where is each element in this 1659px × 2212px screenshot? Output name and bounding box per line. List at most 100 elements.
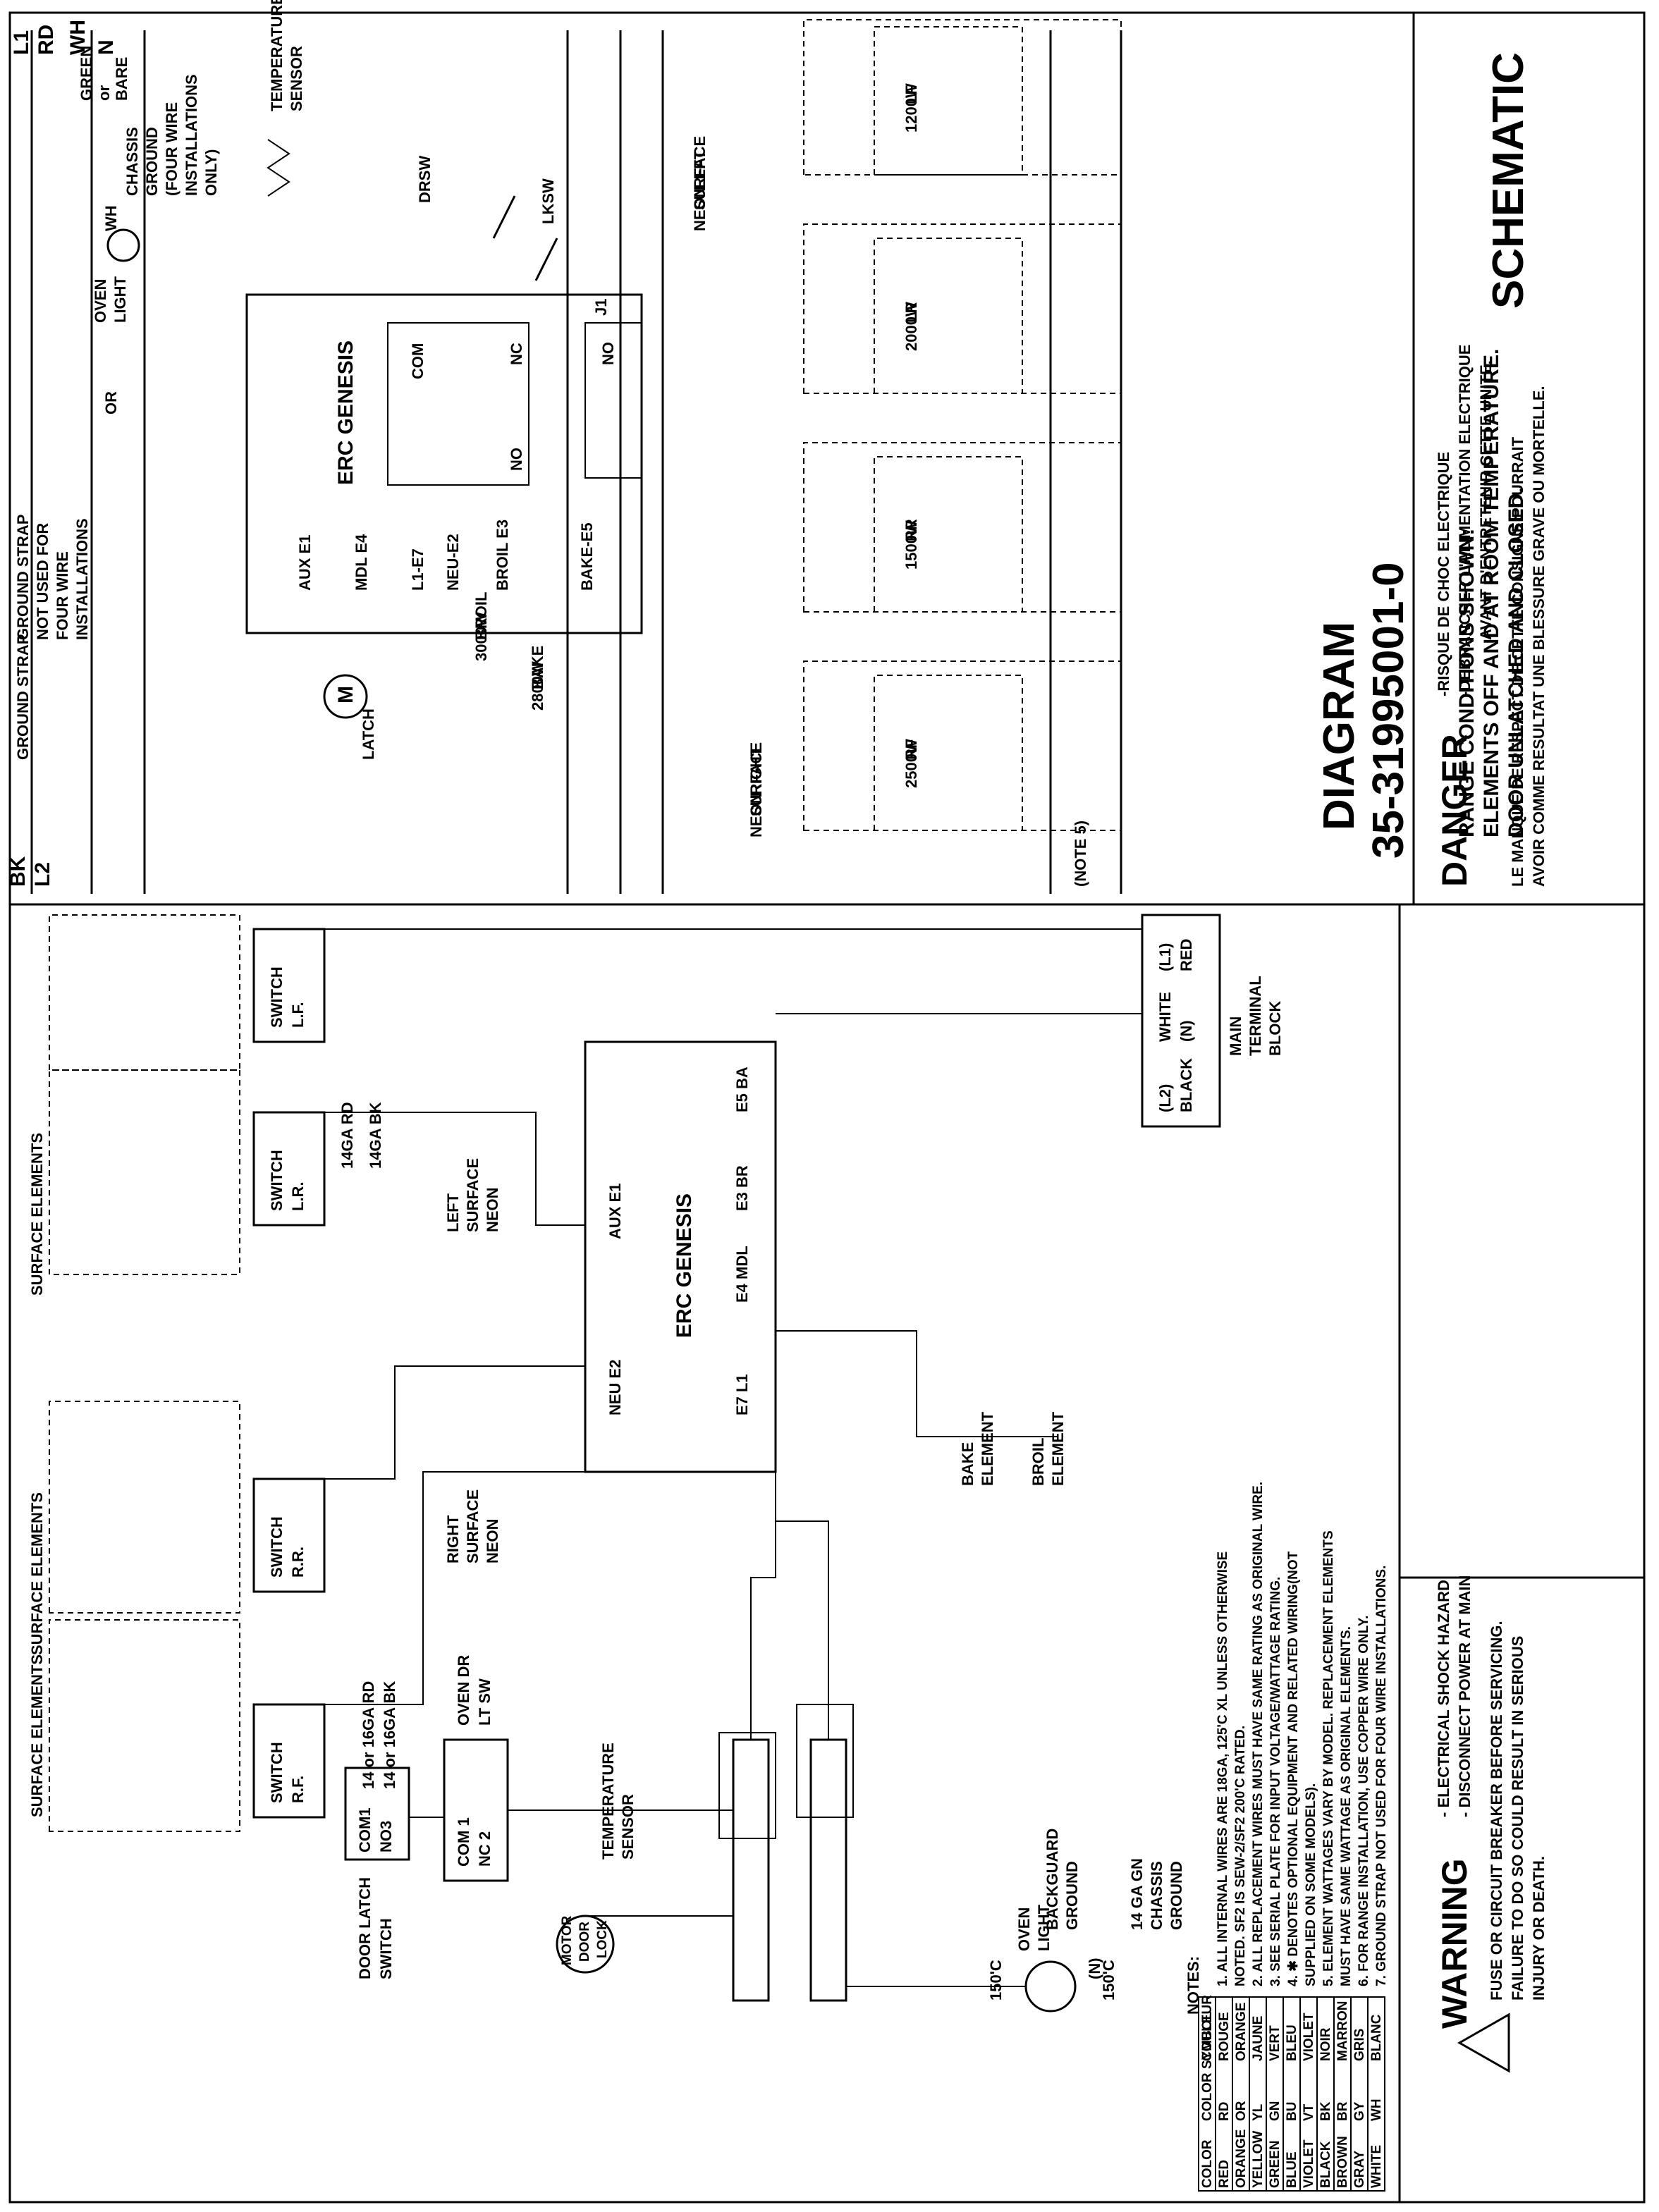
color-table-cell: GRIS bbox=[1352, 2029, 1367, 2061]
color-table-cell: ORANGE bbox=[1234, 2003, 1249, 2061]
com-nc-0: COM 1 bbox=[455, 1817, 472, 1867]
color-table-cell: JAUNE bbox=[1251, 2016, 1266, 2061]
relay-no: NO bbox=[508, 448, 525, 471]
element-lf-code: LF bbox=[902, 85, 920, 104]
note-3: 3. SEE SERIAL PLATE FOR INPUT VOLTAGE/WA… bbox=[1268, 1577, 1283, 1986]
green-bare-0: GREEN bbox=[78, 46, 95, 101]
color-table-frame bbox=[1198, 1996, 1385, 2192]
n-label: (N) bbox=[1086, 1958, 1103, 1979]
label-l2-color: BK bbox=[6, 856, 30, 887]
wiring-left-neon-0: LEFT bbox=[444, 1193, 462, 1232]
color-table-cell: VIOLET bbox=[1302, 2139, 1316, 2188]
warning-line-3: FAILURE TO DO SO COULD RESULT IN SERIOUS bbox=[1509, 1636, 1526, 2001]
oven-light-symbol bbox=[106, 228, 140, 262]
note-6: 5. ELEMENT WATTAGES VARY BY MODEL. REPLA… bbox=[1321, 1530, 1336, 1986]
schematic-left-neon-1: SURFACE bbox=[691, 136, 709, 210]
wiring-right-neon-1: SURFACE bbox=[464, 1489, 482, 1563]
chassis-ground-1: GROUND bbox=[143, 127, 161, 196]
note-2: 2. ALL REPLACEMENT WIRES MUST HAVE SAME … bbox=[1251, 1482, 1266, 1986]
wiring-right-neon-0: RIGHT bbox=[444, 1515, 462, 1563]
temp-150-b: 150'C bbox=[1100, 1960, 1118, 2001]
gauge-14ga-rd: 14GA RD bbox=[338, 1102, 356, 1169]
diagram-title: DIAGRAM bbox=[1315, 622, 1364, 830]
schematic-relay-box-2 bbox=[584, 322, 642, 479]
tb-black: BLACK bbox=[1177, 1058, 1195, 1112]
color-table-cell: BLACK bbox=[1318, 2141, 1333, 2188]
bake-1: 2800W bbox=[529, 661, 546, 711]
bake-element-1: ELEMENT bbox=[979, 1411, 996, 1486]
surface-elements-right: SURFACE ELEMENTS bbox=[28, 1133, 46, 1296]
danger-line-2: AVANT D'ENTRETENIR CETTE UNITE. bbox=[1477, 360, 1495, 640]
schematic-erc-pin-5: BAKE-E5 bbox=[578, 522, 596, 591]
oven-dr-lt-sw-1: LT SW bbox=[476, 1678, 494, 1726]
wire-wh-light: WH bbox=[102, 205, 120, 231]
backguard-ground-0: BACKGUARD bbox=[1043, 1829, 1061, 1930]
switch-rr bbox=[252, 1477, 326, 1593]
range-conditions-1: ELEMENTS OFF AND AT ROOM TEMPERATURE. bbox=[1480, 349, 1503, 837]
warning-heading: WARNING bbox=[1435, 1858, 1474, 2029]
switch-lr-code: L.R. bbox=[289, 1181, 307, 1211]
color-table-cell: OR bbox=[1234, 2101, 1249, 2121]
switch-rr-label: SWITCH bbox=[268, 1516, 286, 1578]
color-table-cell: GREEN bbox=[1268, 2140, 1282, 2188]
green-bare-1: or bbox=[95, 85, 113, 101]
switch-lr bbox=[252, 1111, 326, 1227]
note-4: 4. ✱ DENOTES OPTIONAL EQUIPMENT AND RELA… bbox=[1286, 1551, 1301, 1986]
schematic-erc-pin-0: AUX E1 bbox=[296, 535, 314, 591]
motor-door-lock-0: MOTOR bbox=[560, 1915, 575, 1965]
latch-motor-symbol bbox=[323, 674, 368, 719]
wiring-oven-light-symbol bbox=[1024, 1960, 1077, 2013]
temp-sensor-1: SENSOR bbox=[288, 46, 305, 111]
color-table-cell: VT bbox=[1302, 2103, 1316, 2121]
element-lr-watts: 2000W bbox=[902, 302, 920, 351]
six-pin-connector-a bbox=[732, 1738, 770, 2002]
danger-line-4: AVOIR COMME RESULTAT UNE BLESSURE GRAVE … bbox=[1530, 386, 1548, 887]
color-table-header: COLOR bbox=[1200, 2139, 1215, 2188]
switch-lr-label: SWITCH bbox=[268, 1150, 286, 1211]
element-rf-watts: 2500W bbox=[902, 739, 920, 788]
color-table-cell: WH bbox=[1369, 2099, 1384, 2121]
element-lf-watts: 1200W bbox=[902, 83, 920, 133]
latch-label: LATCH bbox=[360, 708, 377, 760]
gauge-14ga-bk: 14GA BK bbox=[367, 1102, 384, 1169]
chassis-ground-wiring-2: GROUND bbox=[1168, 1861, 1185, 1930]
label-n: N bbox=[94, 39, 118, 55]
schematic-element-lr bbox=[803, 223, 1122, 394]
main-terminal-block bbox=[1141, 914, 1221, 1128]
tb-white: WHITE bbox=[1156, 992, 1174, 1042]
label-l1: L1 bbox=[10, 30, 33, 55]
label-n-color: WH bbox=[66, 20, 90, 55]
broil-element-1: ELEMENT bbox=[1049, 1411, 1067, 1486]
chassis-ground-wiring-1: CHASSIS bbox=[1148, 1861, 1165, 1930]
surface-elements-left-2: SURFACE ELEMENTS bbox=[28, 1492, 46, 1655]
backguard-ground-1: GROUND bbox=[1063, 1861, 1081, 1930]
chassis-ground-wiring-0: 14 GA GN bbox=[1128, 1858, 1146, 1930]
bake-element-0: BAKE bbox=[959, 1442, 977, 1486]
lksw-label: LKSW bbox=[539, 178, 557, 224]
color-table-cell: BLUE bbox=[1285, 2151, 1299, 2188]
tb-n: (N) bbox=[1177, 1020, 1195, 1042]
color-table-cell: BLEU bbox=[1285, 2024, 1299, 2061]
door-latch-switch-1: SWITCH bbox=[377, 1918, 395, 1979]
schematic-left-neon-2: NEON bbox=[691, 186, 709, 231]
color-table-cell: ORANGE bbox=[1234, 2130, 1249, 2188]
color-table-cell: BR bbox=[1335, 2101, 1350, 2121]
color-table-cell: BLANC bbox=[1369, 2014, 1384, 2061]
wire-or-light: OR bbox=[102, 391, 120, 414]
tb-l1: (L1) bbox=[1156, 943, 1174, 971]
ground-strap-label: GROUND STRAP bbox=[14, 634, 32, 760]
wiring-erc-title: ERC GENESIS bbox=[673, 1193, 696, 1338]
schematic-element-rr bbox=[803, 442, 1122, 613]
surface-group-lr bbox=[49, 1069, 240, 1275]
warning-line-1: - DISCONNECT POWER AT MAIN bbox=[1456, 1575, 1474, 1817]
ground-strap-note-1: NOT USED FOR bbox=[34, 523, 51, 640]
schematic-erc-title: ERC GENESIS bbox=[334, 340, 357, 485]
color-table-header: COLOR SYMBOL bbox=[1200, 2011, 1215, 2121]
lksw-contact bbox=[534, 238, 558, 281]
diagram-part-number: 35-31995001-0 bbox=[1364, 562, 1413, 859]
wiring-runs bbox=[324, 928, 1142, 1987]
schematic-erc-pin-2: L1-E7 bbox=[409, 548, 427, 591]
